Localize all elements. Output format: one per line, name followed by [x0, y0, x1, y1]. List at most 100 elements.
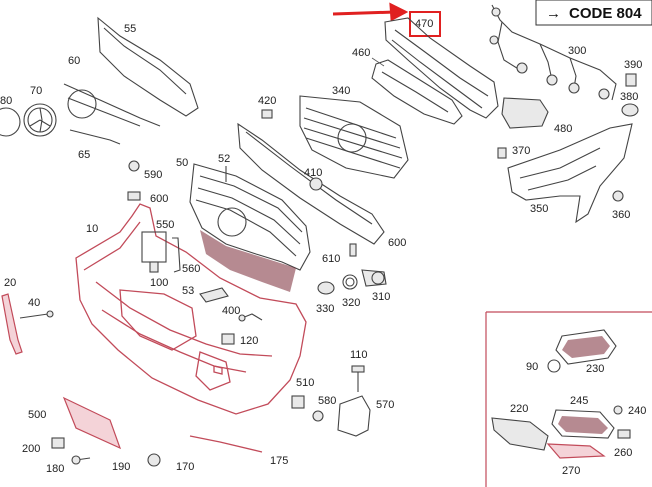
part-380-clip: 380 — [620, 91, 639, 117]
label-120: 400 — [222, 305, 240, 317]
label-350: 350 — [530, 203, 548, 215]
label-80: 80 — [0, 95, 12, 107]
label-170: 190 — [112, 461, 130, 473]
label-90: 175 — [270, 455, 288, 467]
label-55: 55 — [124, 23, 136, 35]
label-65: 65 — [78, 149, 90, 161]
part-560-bracket: 560 — [172, 237, 200, 275]
part-80-star-emblem: 80 — [0, 95, 57, 137]
part-220-cover: 230 — [555, 329, 617, 375]
part-175-cap: 170 — [147, 453, 194, 473]
part-310-sensor: 310 — [361, 269, 390, 303]
part-350-side-bracket: 350 — [507, 123, 633, 224]
part-170-label: 190 — [112, 461, 130, 473]
label-550: 550 — [156, 219, 174, 231]
label-370: 370 — [512, 145, 530, 157]
part-230-ring: 90 — [526, 359, 561, 373]
inset-panel — [485, 311, 652, 487]
label-500: 570 — [376, 399, 394, 411]
part-550-bracket: 550 — [141, 219, 174, 263]
label-390: 390 — [624, 59, 642, 71]
label-40: 40 — [28, 297, 40, 309]
label-340: 340 — [332, 85, 350, 97]
label-310: 310 — [372, 291, 390, 303]
part-370-screw: 370 — [497, 145, 530, 159]
label-330: 330 — [316, 303, 334, 315]
part-330-sensor: 330 — [316, 281, 335, 315]
label-560: 560 — [182, 263, 200, 275]
label-180: 200 — [22, 443, 40, 455]
label-480: 480 — [554, 123, 572, 135]
label-590: 590 — [144, 169, 162, 181]
part-600-clip: 600 — [127, 191, 168, 205]
part-60-strips: 60 — [63, 55, 161, 127]
label-270: 260 — [614, 447, 632, 459]
label-52: 52 — [218, 153, 230, 165]
part-480-bracket: 480 — [501, 97, 572, 135]
part-470-reinforcement — [384, 17, 499, 119]
part-610-clip: 610 — [322, 243, 357, 265]
part-53-insert: 53 — [182, 285, 229, 303]
part-580-nut: 510 — [291, 377, 314, 409]
label-600: 600 — [150, 193, 168, 205]
part-300-harness: 300 — [489, 4, 617, 101]
part-410-screw: 410 — [304, 167, 323, 191]
part-245-lamp: 220 — [491, 403, 549, 451]
label-580: 510 — [296, 377, 314, 389]
label-110: 120 — [240, 335, 258, 347]
highlight-arrow-icon — [332, 2, 409, 22]
code-arrow-icon: → — [546, 5, 561, 22]
part-70-emblem: 70 — [30, 85, 97, 119]
part-570-screw: 580 — [312, 395, 336, 422]
label-53: 53 — [182, 285, 194, 297]
part-190-screw: 180 — [46, 455, 91, 475]
part-120-wire: 400 — [222, 305, 263, 322]
part-52-pin: 52 — [218, 153, 230, 182]
label-200: 500 — [28, 409, 46, 421]
part-340-grille: 340 — [299, 85, 409, 179]
label-50: 50 — [176, 157, 188, 169]
part-180-clip: 200 — [22, 437, 65, 455]
label-70: 70 — [30, 85, 42, 97]
label-240: 245 — [570, 395, 588, 407]
part-200-plate: 500 — [28, 396, 122, 450]
part-390-clip: 390 — [624, 59, 642, 87]
part-100-clip: 100 — [149, 261, 168, 289]
part-510-bolt: 110 — [350, 349, 368, 392]
part-460-absorber: 460 — [352, 47, 463, 125]
label-220: 230 — [586, 363, 604, 375]
label-460: 460 — [352, 47, 370, 59]
code-callout: → CODE 804 — [535, 0, 652, 26]
label-470: 470 — [415, 18, 433, 30]
label-380: 380 — [620, 91, 638, 103]
part-90-strip: 175 — [189, 435, 288, 467]
part-10-bumper-cover: 10 — [75, 203, 307, 415]
label-250: 270 — [562, 465, 580, 477]
label-175: 170 — [176, 461, 194, 473]
label-360: 360 — [612, 209, 630, 221]
label-190: 180 — [46, 463, 64, 475]
label-245: 220 — [510, 403, 528, 415]
label-510: 110 — [350, 349, 368, 361]
part-590-clip: 590 — [128, 160, 162, 181]
label-420: 420 — [258, 95, 276, 107]
part-420-screw: 420 — [258, 95, 276, 119]
part-240-housing: 245 — [551, 395, 615, 439]
part-250-strip: 270 — [546, 443, 606, 477]
label-570: 580 — [318, 395, 336, 407]
part-50-front-grille: 50 — [176, 157, 311, 292]
part-40-screw: 40 — [19, 297, 54, 319]
label-260: 240 — [628, 405, 646, 417]
part-360-screw: 360 — [612, 190, 630, 221]
part-110-clip: 120 — [221, 333, 258, 347]
label-10: 10 — [86, 223, 98, 235]
part-500-mount: 570 — [337, 395, 394, 437]
part-270-clip: 260 — [614, 429, 632, 459]
label-100: 100 — [150, 277, 168, 289]
label-60: 60 — [68, 55, 80, 67]
part-65-strip: 65 — [69, 129, 121, 161]
part-320-sensor-ring: 320 — [342, 274, 360, 309]
part-260-screw: 240 — [613, 405, 646, 417]
label-400: 600 — [388, 237, 406, 249]
